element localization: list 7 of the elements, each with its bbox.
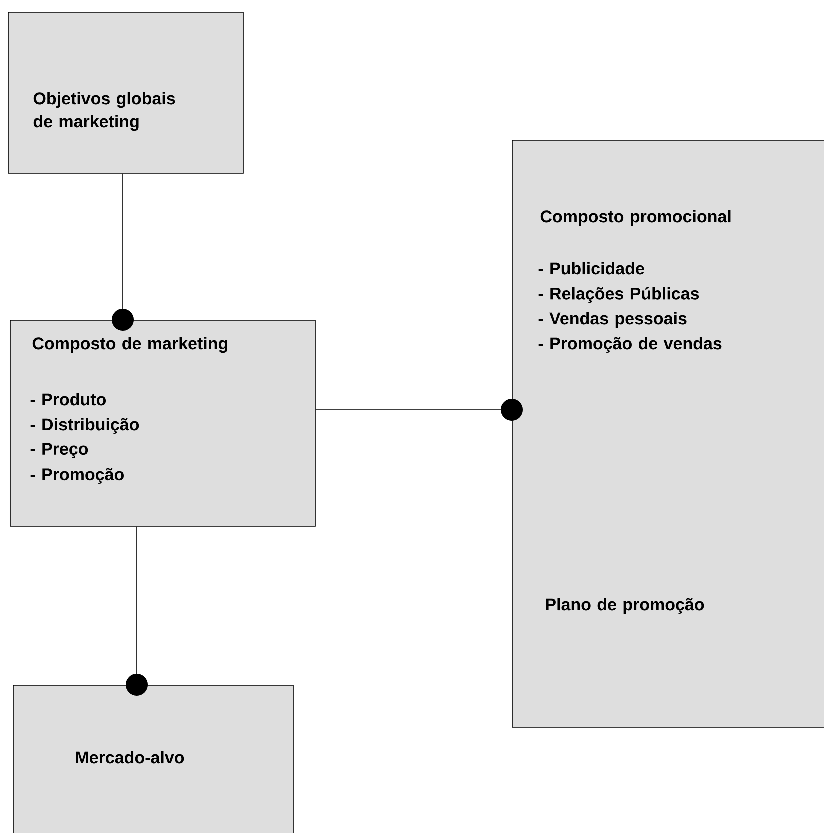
connector <box>112 174 134 331</box>
text-box: Objetivos globais de marketing <box>8 12 244 174</box>
connector <box>126 526 148 696</box>
text-box: Composto de marketing - Produto - Distribuição - Preço - Promoção <box>10 320 316 527</box>
text-box: Composto promocional - Publicidade - Relações Públicas - Vendas pessoais - Promoção de vendas Plano de promoção <box>512 140 824 728</box>
connector <box>316 399 523 421</box>
text-box: Mercado-alvo <box>13 685 294 833</box>
